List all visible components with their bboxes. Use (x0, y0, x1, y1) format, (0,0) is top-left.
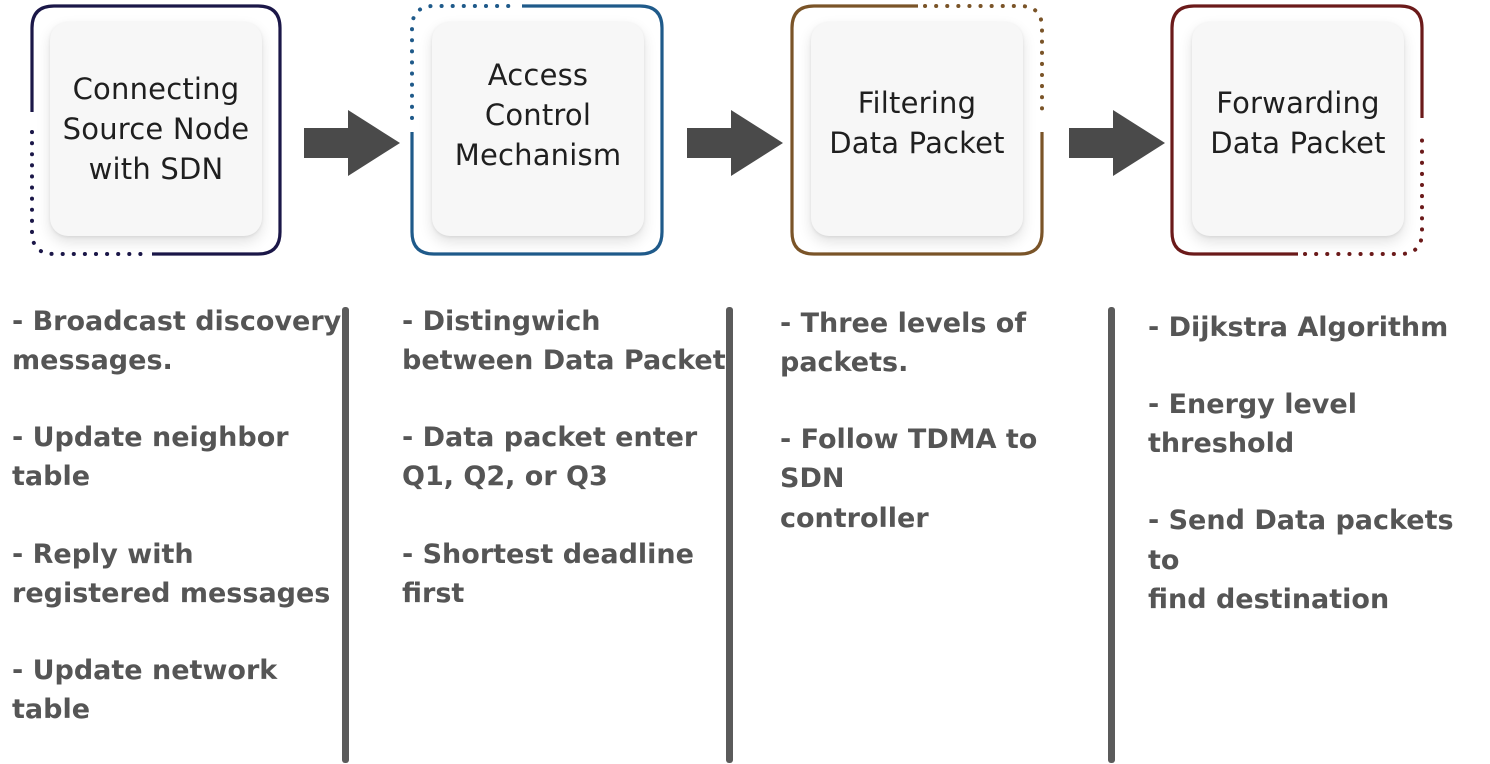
detail-line: - Update neighbor (12, 422, 289, 454)
detail-item: - Reply with registered messages (12, 535, 342, 613)
detail-line: - Energy level threshold (1148, 389, 1357, 460)
detail-item: - Dijkstra Algorithm (1148, 308, 1478, 347)
detail-line: Q1, Q2, or Q3 (402, 461, 608, 493)
detail-item: - Broadcast discovery messages. (12, 302, 342, 380)
step-card-connecting: Connecting Source Node with SDN (50, 22, 262, 236)
column-divider (1108, 307, 1115, 763)
detail-item: - Follow TDMA to SDN controller (780, 420, 1110, 537)
step-title-line: Forwarding (1216, 85, 1380, 120)
step-title-line: Data Packet (829, 126, 1005, 160)
detail-line: - Dijkstra Algorithm (1148, 312, 1449, 343)
detail-item: - Distingwich between Data Packet (402, 302, 732, 380)
column-divider (726, 307, 733, 763)
step-card-access-control: Access Control Mechanism (432, 22, 644, 236)
step-title-line: Access (487, 57, 589, 92)
detail-line: - Data packet enter (402, 422, 698, 454)
detail-line: - Shortest deadline (402, 538, 694, 570)
detail-item: - Three levels of - Shortest deadline fi… (402, 535, 732, 613)
detail-line: - Follow TDMA to SDN (780, 424, 1038, 495)
arrow-1-icon (304, 110, 400, 176)
details-column-forwarding: - Dijkstra Algorithm - Energy level thre… (1148, 308, 1478, 619)
details-column-connecting: - Broadcast discovery messages. - Update… (12, 302, 342, 729)
detail-line: table (12, 461, 91, 493)
detail-line: - Distingwich (402, 306, 601, 337)
detail-line: - Send Data packets to (1148, 505, 1454, 576)
detail-line: registered messages (12, 577, 331, 609)
detail-line: find destination (1148, 583, 1390, 615)
step-title-line: Connecting (72, 71, 240, 106)
detail-line: - Three levels of (780, 308, 1027, 339)
detail-line: - Update network (12, 654, 278, 686)
step-title: Forwarding Data Packet (1210, 83, 1386, 163)
detail-item: - Update network table (12, 651, 342, 729)
detail-item: - Send Data packets to find destination (1148, 501, 1478, 618)
step-title-line: Control (484, 97, 592, 132)
arrow-2-icon (687, 110, 783, 176)
detail-line: between Data Packet (402, 345, 726, 377)
detail-line: messages. (12, 345, 173, 377)
step-title-line: Mechanism (454, 138, 622, 172)
details-column-filtering: - Three levels of packets. - Follow TDMA… (780, 304, 1110, 538)
detail-line: first (402, 577, 465, 609)
detail-line: - Broadcast discovery (12, 306, 342, 337)
step-card-forwarding: Forwarding Data Packet (1192, 22, 1404, 236)
details-column-access-control: - Distingwich between Data Packet - Data… (402, 302, 732, 613)
detail-item: - Three levels of packets. (780, 304, 1110, 382)
detail-line: table (12, 693, 91, 725)
step-title: Filtering Data Packet (829, 83, 1005, 163)
arrow-3-icon (1069, 110, 1165, 176)
detail-item: - Update neighbor table (12, 418, 342, 496)
step-title-line: Source Node (62, 111, 250, 146)
step-title-line: Data Packet (1210, 126, 1386, 160)
step-title: Connecting Source Node with SDN (63, 69, 250, 189)
step-title: Access Control Mechanism (455, 55, 622, 175)
step-title-line: with SDN (88, 152, 224, 186)
detail-item: - Data packet enter Q1, Q2, or Q3 (402, 418, 732, 496)
step-card-filtering: Filtering Data Packet (811, 22, 1023, 236)
detail-line: packets. (780, 347, 909, 379)
step-title-line: Filtering (857, 85, 977, 120)
detail-item: - Energy level threshold (1148, 385, 1478, 463)
column-divider (342, 307, 349, 763)
detail-line: controller (780, 502, 929, 534)
detail-line: - Reply with (12, 538, 194, 570)
